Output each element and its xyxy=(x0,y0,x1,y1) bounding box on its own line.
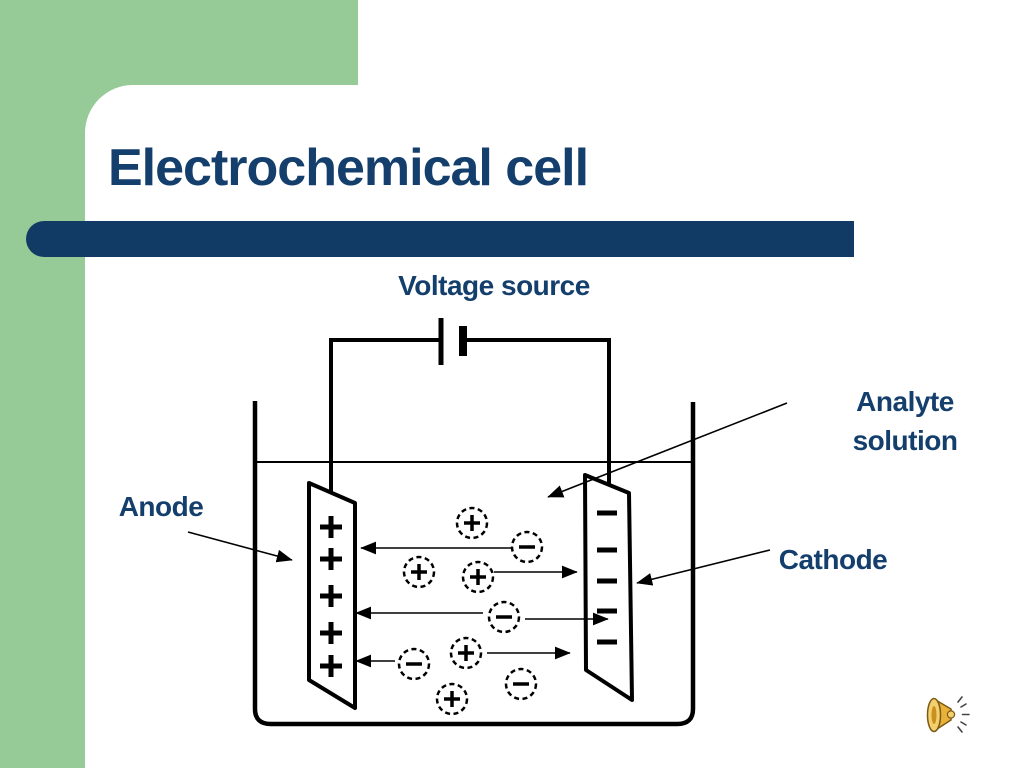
anode-plus-charge xyxy=(320,516,342,538)
label-leader-arrow xyxy=(187,531,293,563)
cathode-plate xyxy=(583,473,634,702)
ion-charge-sign xyxy=(464,515,480,531)
speaker-icon[interactable] xyxy=(920,690,974,740)
cation-icon xyxy=(455,506,489,540)
anode-plus-charge xyxy=(320,655,342,677)
beaker-outline xyxy=(252,401,696,727)
label-leader-arrow xyxy=(547,402,788,498)
ion-charge-sign xyxy=(470,569,486,585)
analyte-solution-label: Analyte solution xyxy=(852,386,958,456)
anion-icon xyxy=(510,530,544,564)
cation-icon xyxy=(449,636,483,670)
anode-plus-charge xyxy=(320,585,342,607)
anode-plus-charge xyxy=(320,622,342,644)
label-leader-arrow xyxy=(636,549,771,586)
cation-icon xyxy=(461,560,495,594)
content-panel xyxy=(85,85,1024,768)
anion-icon xyxy=(397,647,431,681)
charges-ions-arrows-layer xyxy=(187,402,788,716)
ion-charge-sign xyxy=(411,564,427,580)
ion-charge-sign xyxy=(458,645,474,661)
battery-icon xyxy=(438,318,467,365)
anode-label: Anode xyxy=(118,491,204,522)
voltage-source-label: Voltage source xyxy=(398,270,590,301)
anion-icon xyxy=(487,600,521,634)
circuit-wire-right xyxy=(463,338,611,489)
ion-charge-sign xyxy=(444,691,460,707)
anion-icon xyxy=(504,667,538,701)
page-title: Electrochemical cell xyxy=(108,139,589,197)
cathode-label: Cathode xyxy=(778,544,888,575)
circuit-wire-left xyxy=(329,338,441,492)
anode-plus-charge xyxy=(320,548,342,570)
title-accent-bar xyxy=(26,221,854,257)
cation-icon xyxy=(402,555,436,589)
cation-icon xyxy=(435,682,469,716)
